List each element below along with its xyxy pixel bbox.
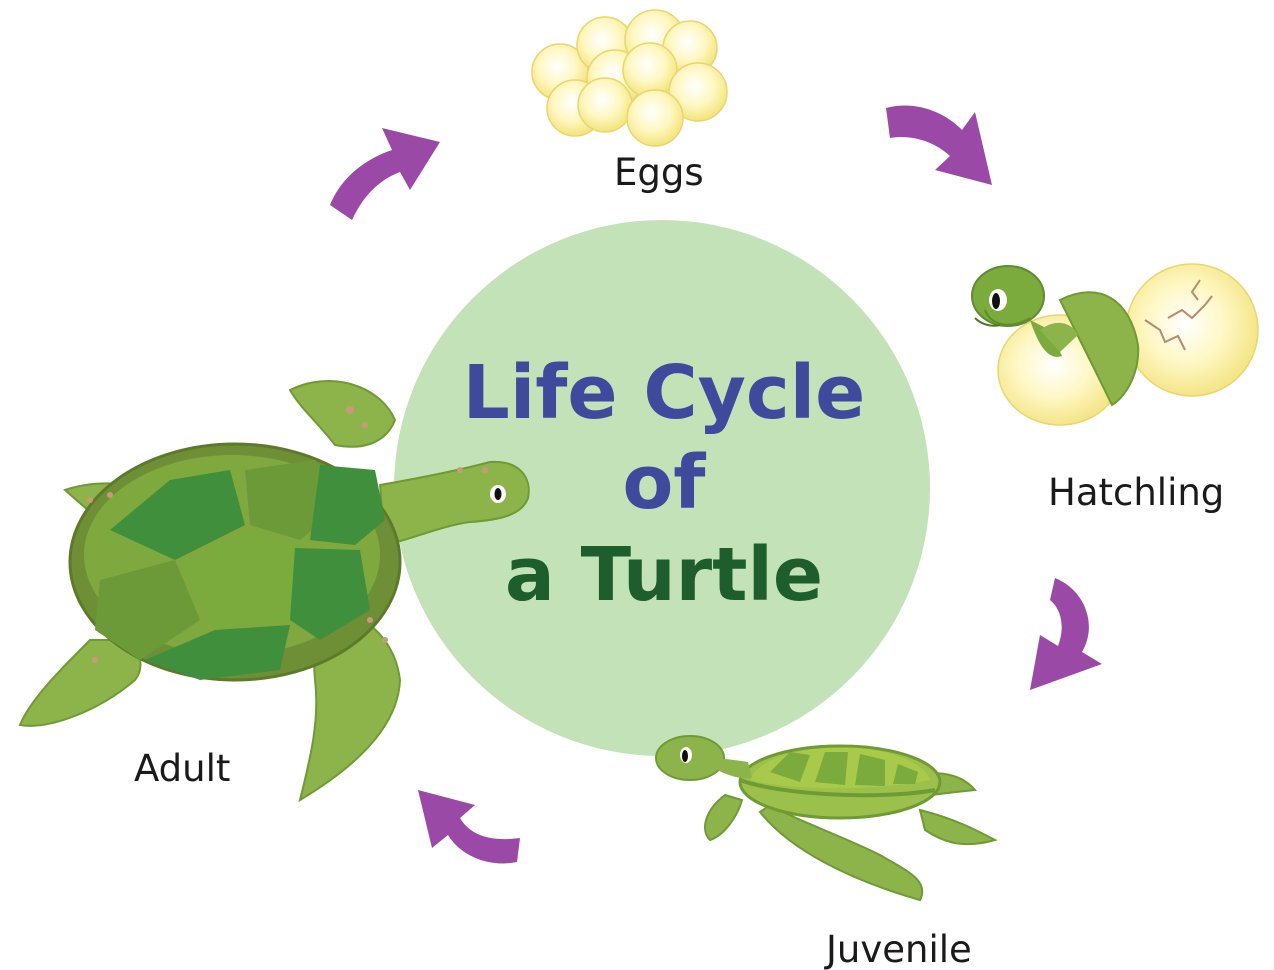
label-hatchling: Hatchling [1048, 471, 1224, 514]
arrow-hatchling-to-juvenile [1030, 578, 1102, 690]
eggs-illustration [532, 10, 727, 146]
label-adult: Adult [134, 747, 230, 790]
label-eggs: Eggs [614, 151, 704, 194]
title-line-2: of [622, 440, 706, 526]
title-line-1: Life Cycle [463, 350, 866, 436]
label-juvenile: Juvenile [824, 928, 972, 970]
arrow-adult-to-eggs [330, 128, 440, 220]
arrow-eggs-to-hatchling [886, 105, 992, 185]
hatchling-illustration [972, 264, 1258, 425]
arrow-juvenile-to-adult [418, 790, 520, 863]
title-line-3: a Turtle [505, 532, 823, 618]
juvenile-illustration [656, 736, 995, 900]
